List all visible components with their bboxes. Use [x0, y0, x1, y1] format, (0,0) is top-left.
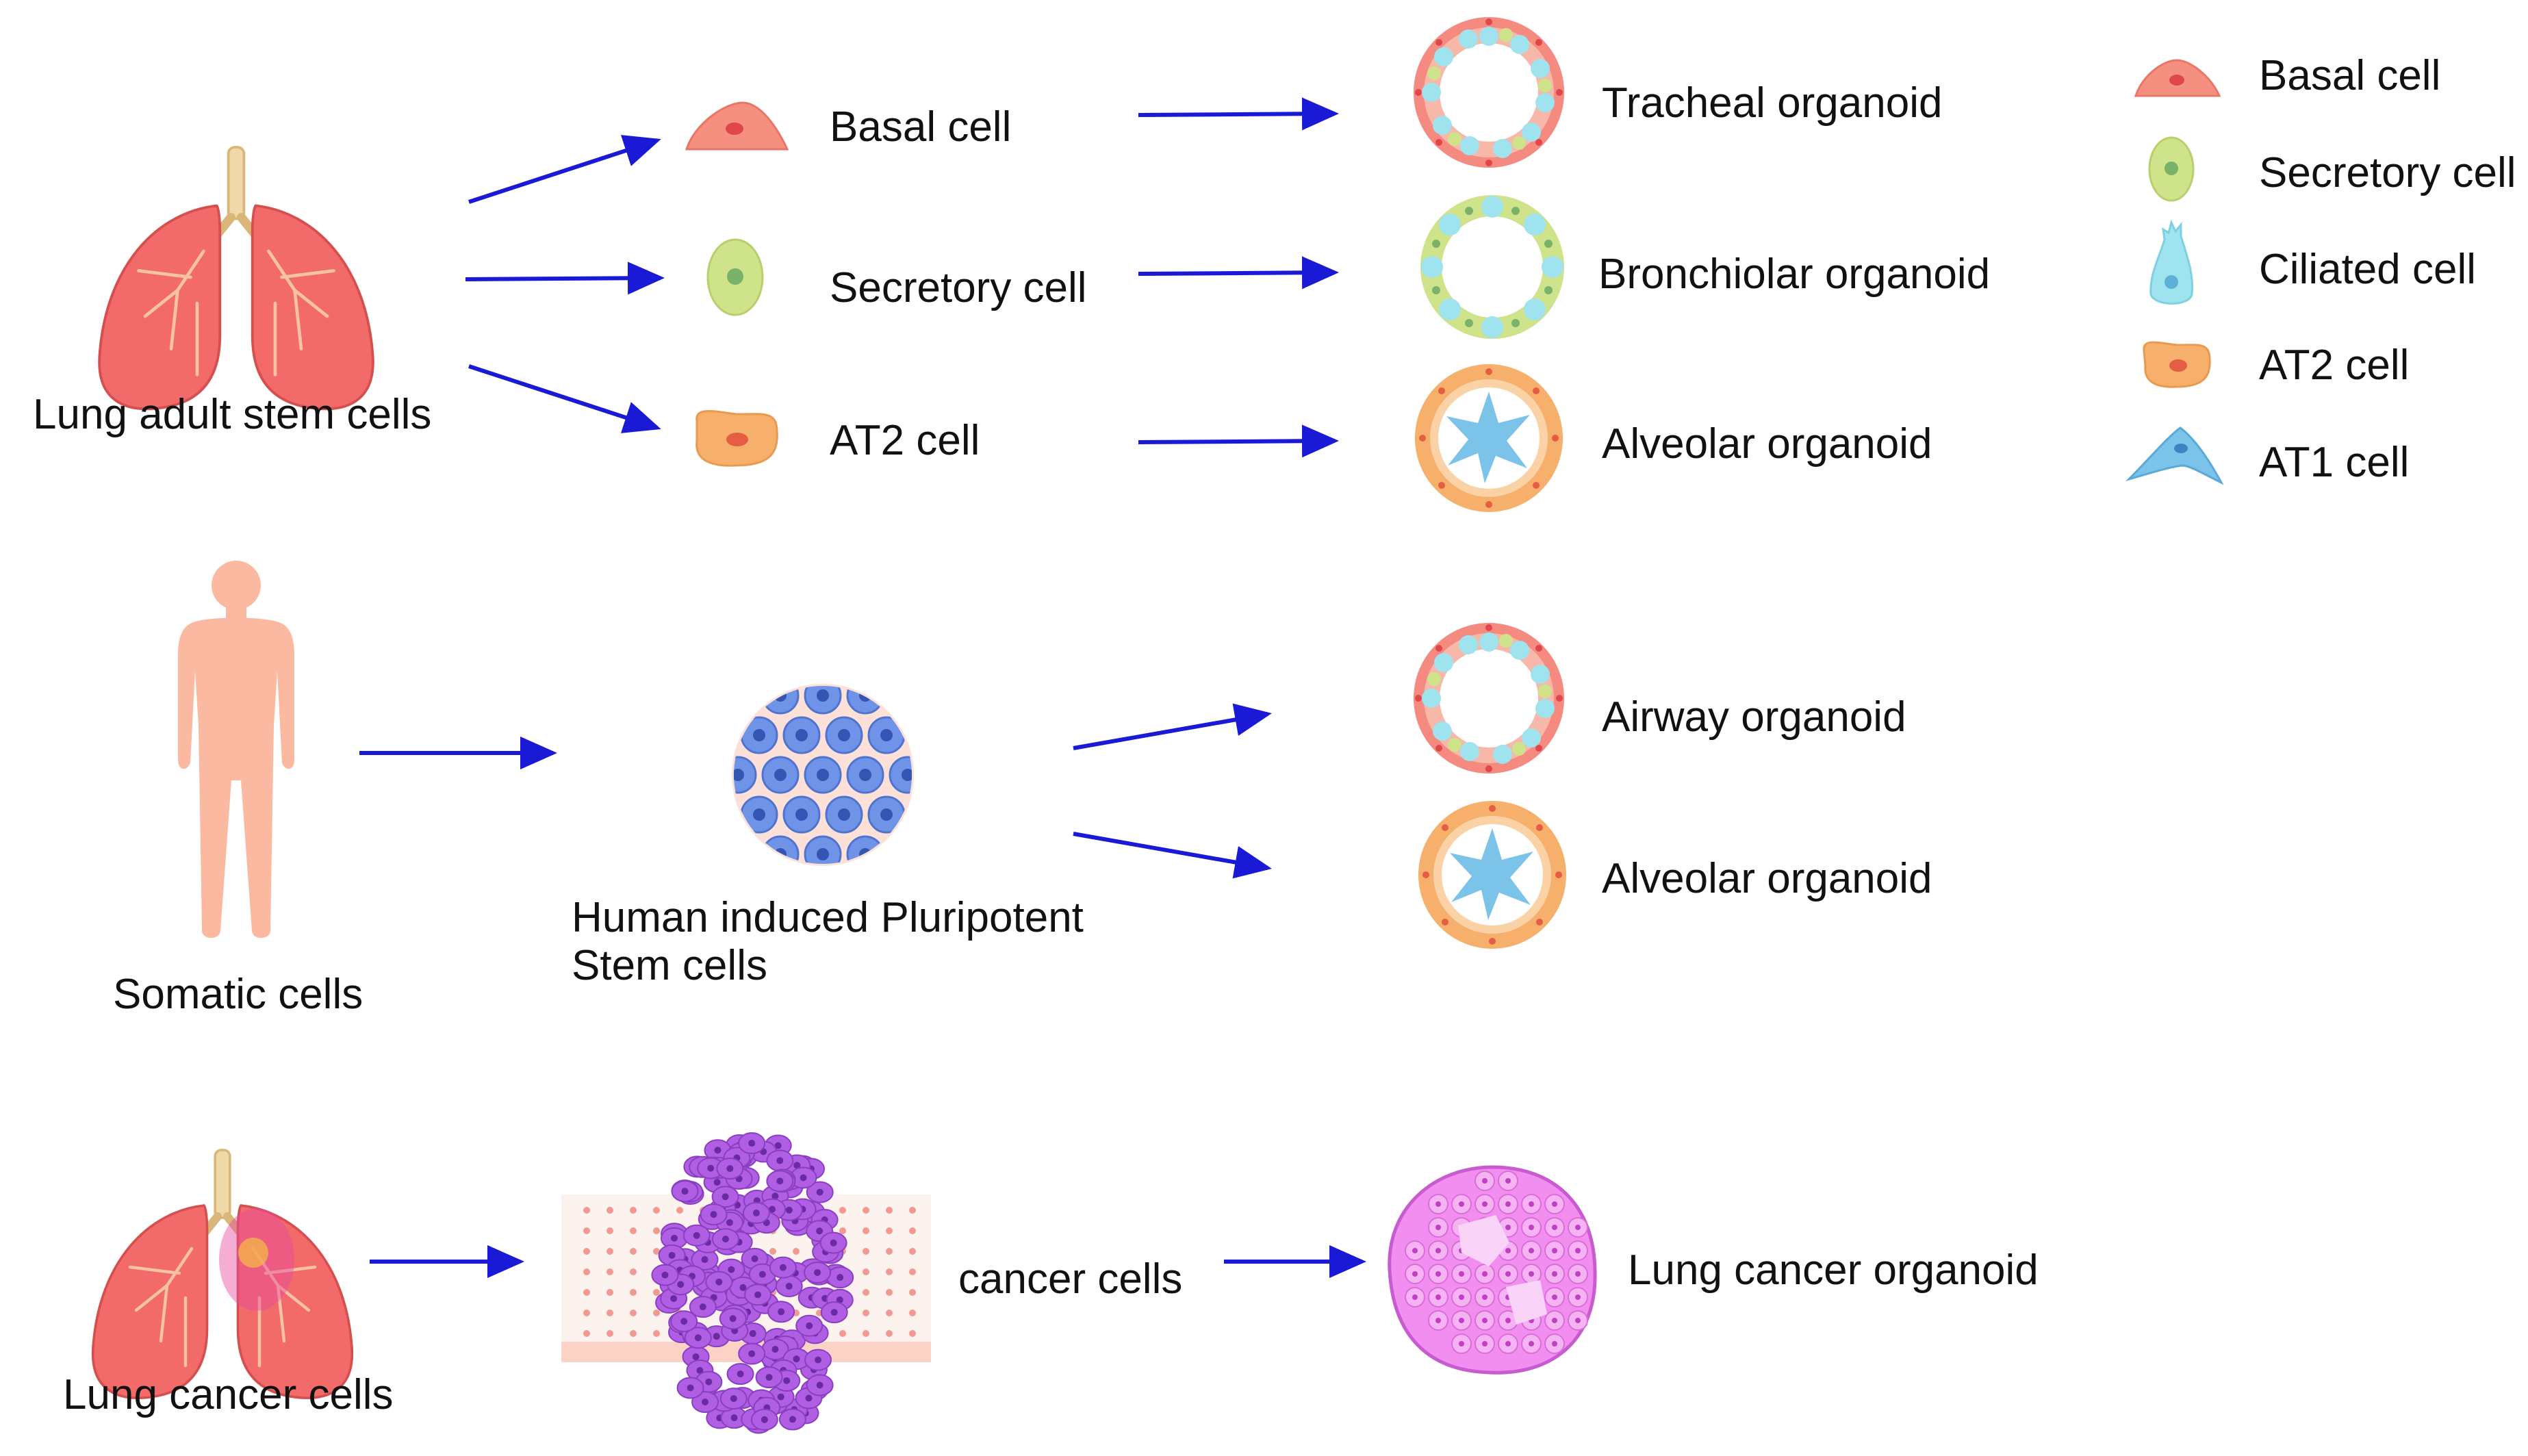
legend-at2-cell-label: AT2 cell: [2259, 342, 2410, 389]
legend-secretory-cell-label: Secretory cell: [2259, 149, 2516, 196]
ipsc-label-line1: Human induced Pluripotent: [572, 894, 1084, 941]
basal-cell-label: Basal cell: [830, 103, 1012, 151]
legend-secretory-cell-icon: [2148, 136, 2195, 202]
lung-adult-stem-cells-label: Lung adult stem cells: [33, 391, 432, 438]
legend: [2125, 59, 2224, 485]
cancer-lungs-illustration: [93, 1150, 353, 1398]
alveolar-organoid-label: Alveolar organoid: [1602, 420, 1932, 468]
lung-cancer-cells-label: Lung cancer cells: [63, 1371, 394, 1418]
airway-organoid-label: Airway organoid: [1602, 693, 1906, 741]
legend-at1-cell-icon: [2125, 426, 2224, 485]
row2-arrows: [359, 703, 1272, 879]
ipsc-label-line2: Stem cells: [572, 942, 767, 989]
secretory-cell-label: Secretory cell: [830, 264, 1087, 311]
alveolar-organoid-icon-2: [1418, 801, 1566, 949]
tracheal-organoid-icon: [1414, 17, 1564, 168]
row1-arrows: [465, 97, 1339, 458]
lung-cancer-organoid-icon: [1388, 1165, 1597, 1375]
cancer-tissue-icon: [561, 1132, 931, 1434]
alveolar-organoid-label-2: Alveolar organoid: [1602, 855, 1932, 902]
bronchiolar-organoid-icon: [1420, 195, 1564, 339]
cancer-cells-label: cancer cells: [958, 1255, 1183, 1303]
bronchiolar-organoid-label: Bronchiolar organoid: [1598, 251, 1991, 298]
alveolar-organoid-icon: [1415, 364, 1563, 512]
legend-at1-cell-label: AT1 cell: [2259, 439, 2410, 486]
legend-ciliated-cell-label: Ciliated cell: [2259, 246, 2477, 293]
lung-cancer-organoid-label: Lung cancer organoid: [1628, 1247, 2039, 1294]
basal-cell-icon: [685, 101, 789, 151]
human-body-icon: [178, 561, 294, 938]
legend-ciliated-cell-icon: [2149, 219, 2194, 305]
tracheal-organoid-label: Tracheal organoid: [1602, 79, 1943, 127]
lungs-illustration: [99, 147, 373, 409]
at2-cell-label: AT2 cell: [830, 417, 980, 464]
legend-at2-cell-icon: [2143, 341, 2211, 388]
at2-cell-icon: [695, 410, 778, 467]
legend-basal-cell-label: Basal cell: [2259, 52, 2441, 99]
secretory-cell-icon: [706, 238, 764, 316]
ipsc-colony-icon: [732, 684, 914, 866]
airway-organoid-icon: [1414, 623, 1564, 774]
legend-basal-cell-icon: [2134, 59, 2221, 97]
somatic-cells-label: Somatic cells: [113, 971, 363, 1018]
